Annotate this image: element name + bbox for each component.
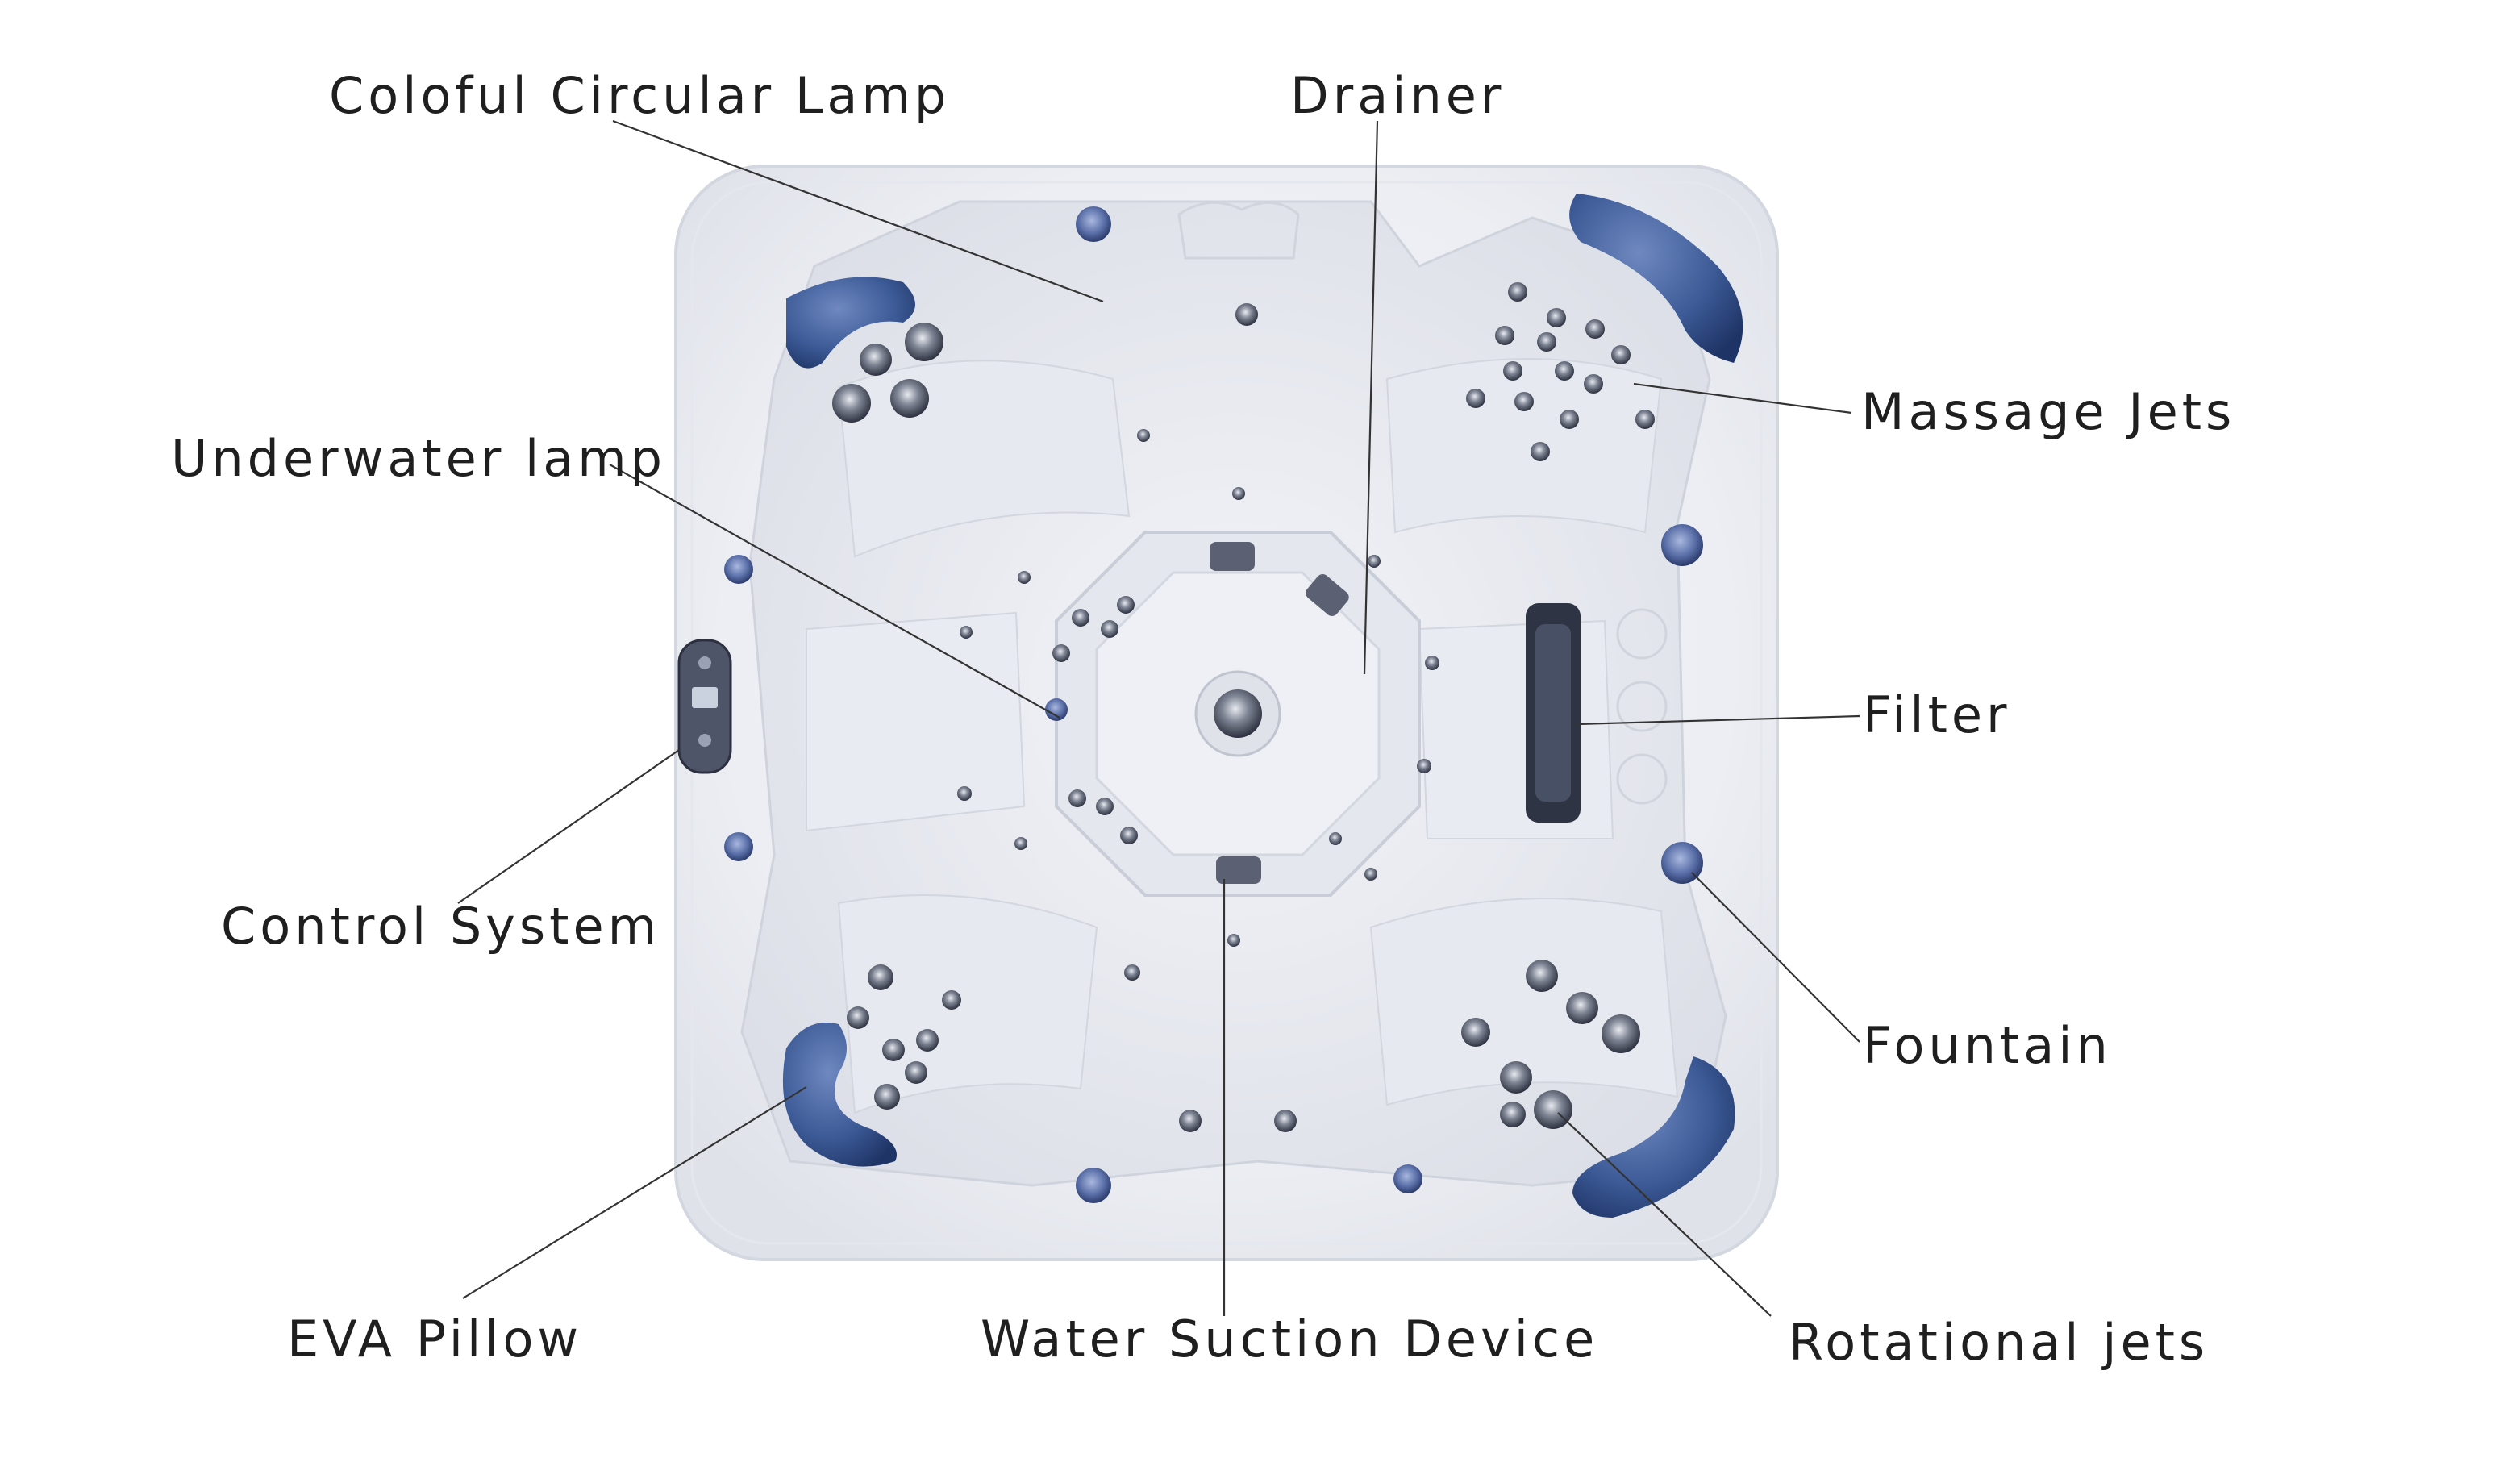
leader-lamp [612,119,1104,303]
label-water-suction-device: Water Suction Device [981,1310,1599,1368]
leader-fountain [1691,872,1860,1043]
top-recess [1177,201,1300,260]
bottom-left-jets [847,964,961,1110]
leader-lines [457,119,1860,1317]
label-rotational-jets: Rotational jets [1789,1313,2210,1372]
label-drainer: Drainer [1290,66,1506,125]
leader-pillow [462,1086,807,1299]
label-eva-pillow: EVA Pillow [287,1310,583,1368]
label-control-system: Control System [221,897,661,956]
leader-rotational [1557,1112,1772,1317]
rotational-jets [1461,960,1640,1129]
footwell [1055,531,1421,897]
label-underwater-lamp: Underwater lamp [171,429,666,488]
leader-massage [1633,382,1852,414]
control-panel [677,639,732,774]
footwell-jets [957,303,1439,1132]
label-massage-jets: Massage Jets [1861,382,2236,441]
leader-filter [1577,714,1860,726]
eva-pillows [782,194,1743,1218]
label-fountain: Fountain [1863,1016,2112,1075]
massage-jets [1466,282,1655,461]
leader-control [457,749,680,904]
label-coloful-circular-lamp: Coloful Circular Lamp [329,66,951,125]
leader-drainer [1363,120,1379,675]
filter-unit [1526,603,1668,823]
label-filter: Filter [1863,685,2011,744]
top-left-jets [832,323,943,423]
leader-underwater [609,464,1060,719]
